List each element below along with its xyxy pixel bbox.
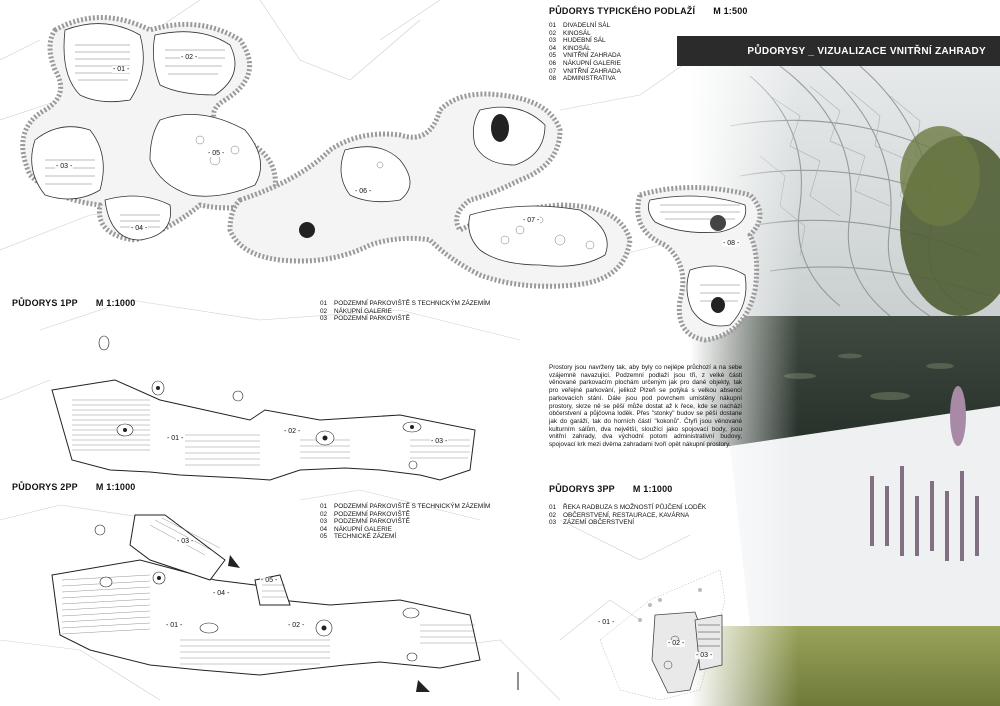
room-label-02: - 02 - xyxy=(180,54,199,61)
plan-2pp-label-02: - 02 - xyxy=(287,622,306,629)
project-description: Prostory jsou navrženy tak, aby byly co … xyxy=(549,364,742,449)
plan-2pp-label-05: - 05 - xyxy=(260,577,279,584)
room-label-05: - 05 - xyxy=(207,150,226,157)
plan-3pp-label-02: - 02 - xyxy=(667,640,686,647)
banner-title: PŮDORYSY _ VIZUALIZACE VNITŘNÍ ZAHRADY xyxy=(747,45,986,57)
plan-2pp-label-04: - 04 - xyxy=(212,590,231,597)
plan-1pp-label-02: - 02 - xyxy=(283,428,302,435)
room-label-07: - 07 - xyxy=(522,217,541,224)
plan-1pp-title: PŮDORYS 1PP xyxy=(12,298,78,308)
page-banner: PŮDORYSY _ VIZUALIZACE VNITŘNÍ ZAHRADY xyxy=(677,36,1000,66)
plan-1pp-scale: M 1:1000 xyxy=(95,298,136,308)
room-label-08: - 08 - xyxy=(722,240,741,247)
plan-2pp-title: PŮDORYS 2PP xyxy=(12,482,78,492)
plan-3pp-title: PŮDORYS 3PP xyxy=(549,484,615,494)
plan-1pp-label-01: - 01 - xyxy=(166,435,185,442)
room-label-06: - 06 - xyxy=(354,188,373,195)
plan-3pp-label-01: - 01 - xyxy=(597,619,616,626)
plan-3pp-label-03: - 03 - xyxy=(695,652,714,659)
room-label-01: - 01 - xyxy=(112,66,131,73)
plan-2pp-scale: M 1:1000 xyxy=(95,482,136,492)
plan-3pp-heading: PŮDORYS 3PP M 1:1000 xyxy=(549,484,673,494)
plan-1pp-heading: PŮDORYS 1PP M 1:1000 xyxy=(12,298,136,308)
plan-1pp-label-03: - 03 - xyxy=(430,438,449,445)
typical-plan-heading: PŮDORYS TYPICKÉHO PODLAŽÍ M 1:500 xyxy=(549,6,748,16)
room-label-04: - 04 - xyxy=(130,225,149,232)
plan-2pp-heading: PŮDORYS 2PP M 1:1000 xyxy=(12,482,136,492)
room-label-03: - 03 - xyxy=(55,163,74,170)
typical-plan-title: PŮDORYS TYPICKÉHO PODLAŽÍ xyxy=(549,6,696,16)
garden-visualization-image xyxy=(690,66,1000,706)
plan-2pp-label-03: - 03 - xyxy=(176,538,195,545)
plan-3pp-scale: M 1:1000 xyxy=(632,484,673,494)
typical-plan-scale: M 1:500 xyxy=(713,6,748,16)
plan-2pp-label-01: - 01 - xyxy=(165,622,184,629)
